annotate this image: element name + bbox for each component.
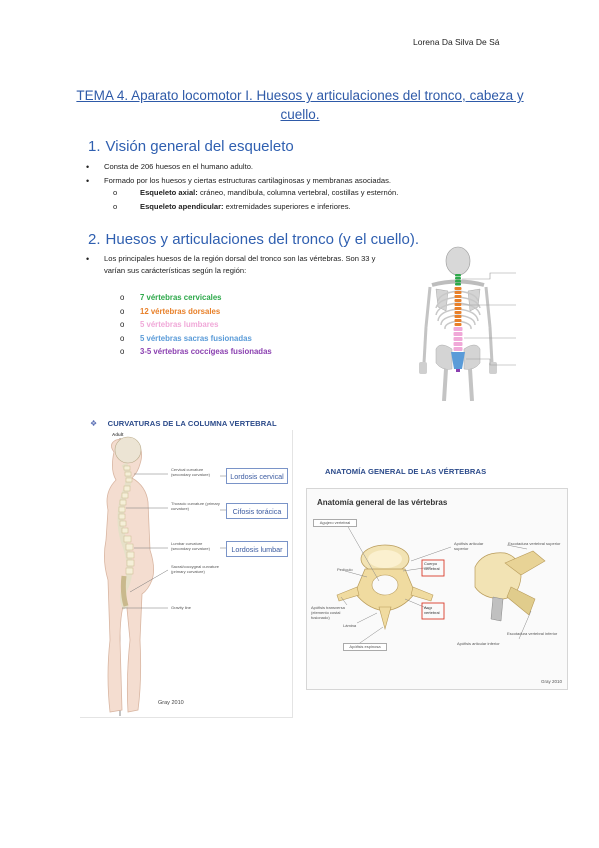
anatomia-credit: Gray 2010 xyxy=(541,679,563,684)
skeleton-back-illustration xyxy=(418,245,516,402)
apofisis-articular-superior-label: Apófisis articular superior xyxy=(454,541,484,551)
cuerpo-vertebral-label: Cuerpo vertebral xyxy=(424,561,440,571)
bullet-dot-icon: • xyxy=(86,176,90,186)
vertebra-figure-title: Anatomía general de las vértebras xyxy=(317,498,448,507)
curvaturas-credit: Gray 2010 xyxy=(158,700,184,706)
section-1-heading: 1.Visión general del esqueleto xyxy=(88,138,294,155)
section-1-bullet-1: • Consta de 206 huesos en el humano adul… xyxy=(86,162,254,172)
section-1-bullet-2: • Formado por los huesos y ciertas estru… xyxy=(86,176,392,186)
sacral-curvature-label: Sacral/coccygeal curvature (primary curv… xyxy=(171,564,220,574)
escotadura-vertebral-superior-label: Escotadura vertebral superior xyxy=(508,541,561,546)
section-2-title: Huesos y articulaciones del tronco (y el… xyxy=(105,231,419,248)
vertebra-anatomy-figure: Anatomía general de las vértebras xyxy=(306,488,568,690)
author-name: Lorena Da Silva De Sá xyxy=(413,37,500,47)
curvaturas-caption-row: ❖ CURVATURAS DE LA COLUMNA VERTEBRAL xyxy=(90,413,277,431)
circle-bullet-icon: o xyxy=(113,188,118,197)
adult-label: Adult xyxy=(112,432,124,437)
section-2-heading: 2.Huesos y articulaciones del tronco (y … xyxy=(88,231,419,248)
arco-vertebral-label: Arco vertebral xyxy=(424,605,440,615)
lordosis-cervical-box: Lordosis cervical xyxy=(226,468,288,484)
apofisis-transversa-label: Apófisis transversa (elemento costal fus… xyxy=(311,605,345,620)
lordosis-lumbar-box: Lordosis lumbar xyxy=(226,541,288,557)
section-1-subitem-2: o Esqueleto apendicular: extremidades su… xyxy=(113,201,351,214)
diamond-bullet-icon: ❖ xyxy=(90,419,98,428)
section-2-number: 2. xyxy=(88,231,101,248)
apofisis-espinosa-label: Apófisis espinosa xyxy=(343,643,387,651)
anatomia-caption: ANATOMÍA GENERAL DE LAS VÉRTEBRAS xyxy=(325,467,487,476)
section-1-title: Visión general del esqueleto xyxy=(105,138,294,155)
bullet-dot-icon: • xyxy=(86,162,90,172)
escotadura-vertebral-inferior-label: Escotadura vertebral inferior xyxy=(507,631,558,636)
thoracic-curvature-label: Thoracic curvature (primary curvature) xyxy=(171,501,220,511)
section-2-bullet: • Los principales huesos de la región do… xyxy=(86,254,376,275)
agujero-vertebral-label: Agujero vertebral xyxy=(313,519,357,527)
cifosis-toracica-box: Cifosis torácica xyxy=(226,503,288,519)
circle-bullet-icon: o xyxy=(113,202,118,211)
spine-curvatures-figure: Adult Cervical curvature (secon xyxy=(80,430,293,718)
pediculo-label: Pedículo xyxy=(337,567,353,572)
cervical-curvature-label: Cervical curvature (secondary curvature) xyxy=(171,467,210,477)
apofisis-articular-inferior-label: Apófisis articular inferior xyxy=(457,641,500,646)
curvaturas-caption: CURVATURAS DE LA COLUMNA VERTEBRAL xyxy=(107,419,277,428)
lumbar-curvature-label: Lumbar curvature (secondary curvature) xyxy=(171,541,210,551)
bullet-dot-icon: • xyxy=(86,254,90,264)
gravity-line-label: Gravity line xyxy=(171,605,192,610)
page-title: TEMA 4. Aparato locomotor I. Huesos y ar… xyxy=(76,88,524,122)
lamina-label: Lámina xyxy=(343,623,357,628)
section-1-number: 1. xyxy=(88,138,101,155)
section-1-subitem-1: o Esqueleto axial: cráneo, mandíbula, co… xyxy=(113,187,398,200)
